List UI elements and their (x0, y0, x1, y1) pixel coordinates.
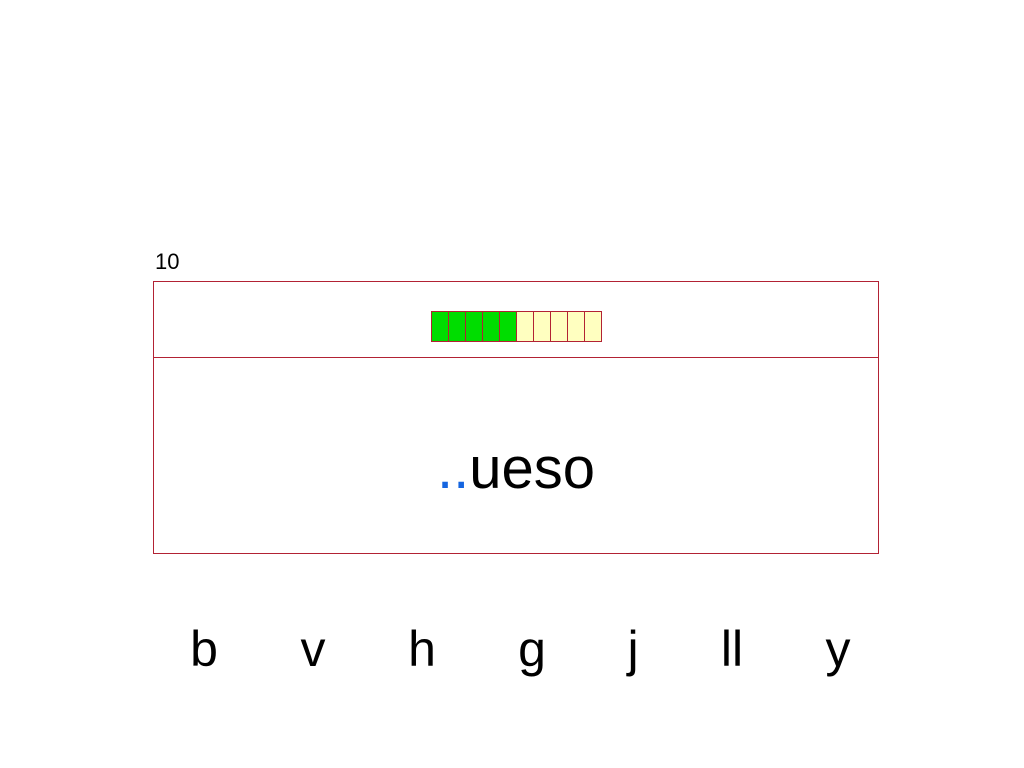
question-counter: 10 (155, 249, 180, 274)
progress-cell (432, 311, 449, 342)
word-area: ..ueso (154, 358, 878, 553)
progress-cell (534, 311, 551, 342)
choice-h[interactable]: h (408, 621, 436, 677)
progress-cell (466, 311, 483, 342)
choice-y[interactable]: y (825, 621, 851, 677)
letter-choices: b v h g j ll y (0, 624, 1024, 694)
word-rest: ueso (469, 436, 595, 501)
choice-j[interactable]: j (627, 621, 639, 677)
choice-v[interactable]: v (300, 621, 326, 677)
choice-b[interactable]: b (190, 621, 218, 677)
progress-bar (431, 311, 602, 342)
progress-cell (449, 311, 466, 342)
progress-cell (551, 311, 568, 342)
progress-cell (585, 311, 602, 342)
exercise-panel: ..ueso (153, 281, 879, 554)
progress-row (154, 282, 878, 358)
progress-cell (517, 311, 534, 342)
progress-cell (568, 311, 585, 342)
choice-ll[interactable]: ll (720, 621, 744, 677)
progress-cell (483, 311, 500, 342)
progress-cell (500, 311, 517, 342)
choice-g[interactable]: g (518, 621, 546, 677)
target-word: ..ueso (154, 440, 878, 498)
word-blank: .. (436, 436, 470, 501)
